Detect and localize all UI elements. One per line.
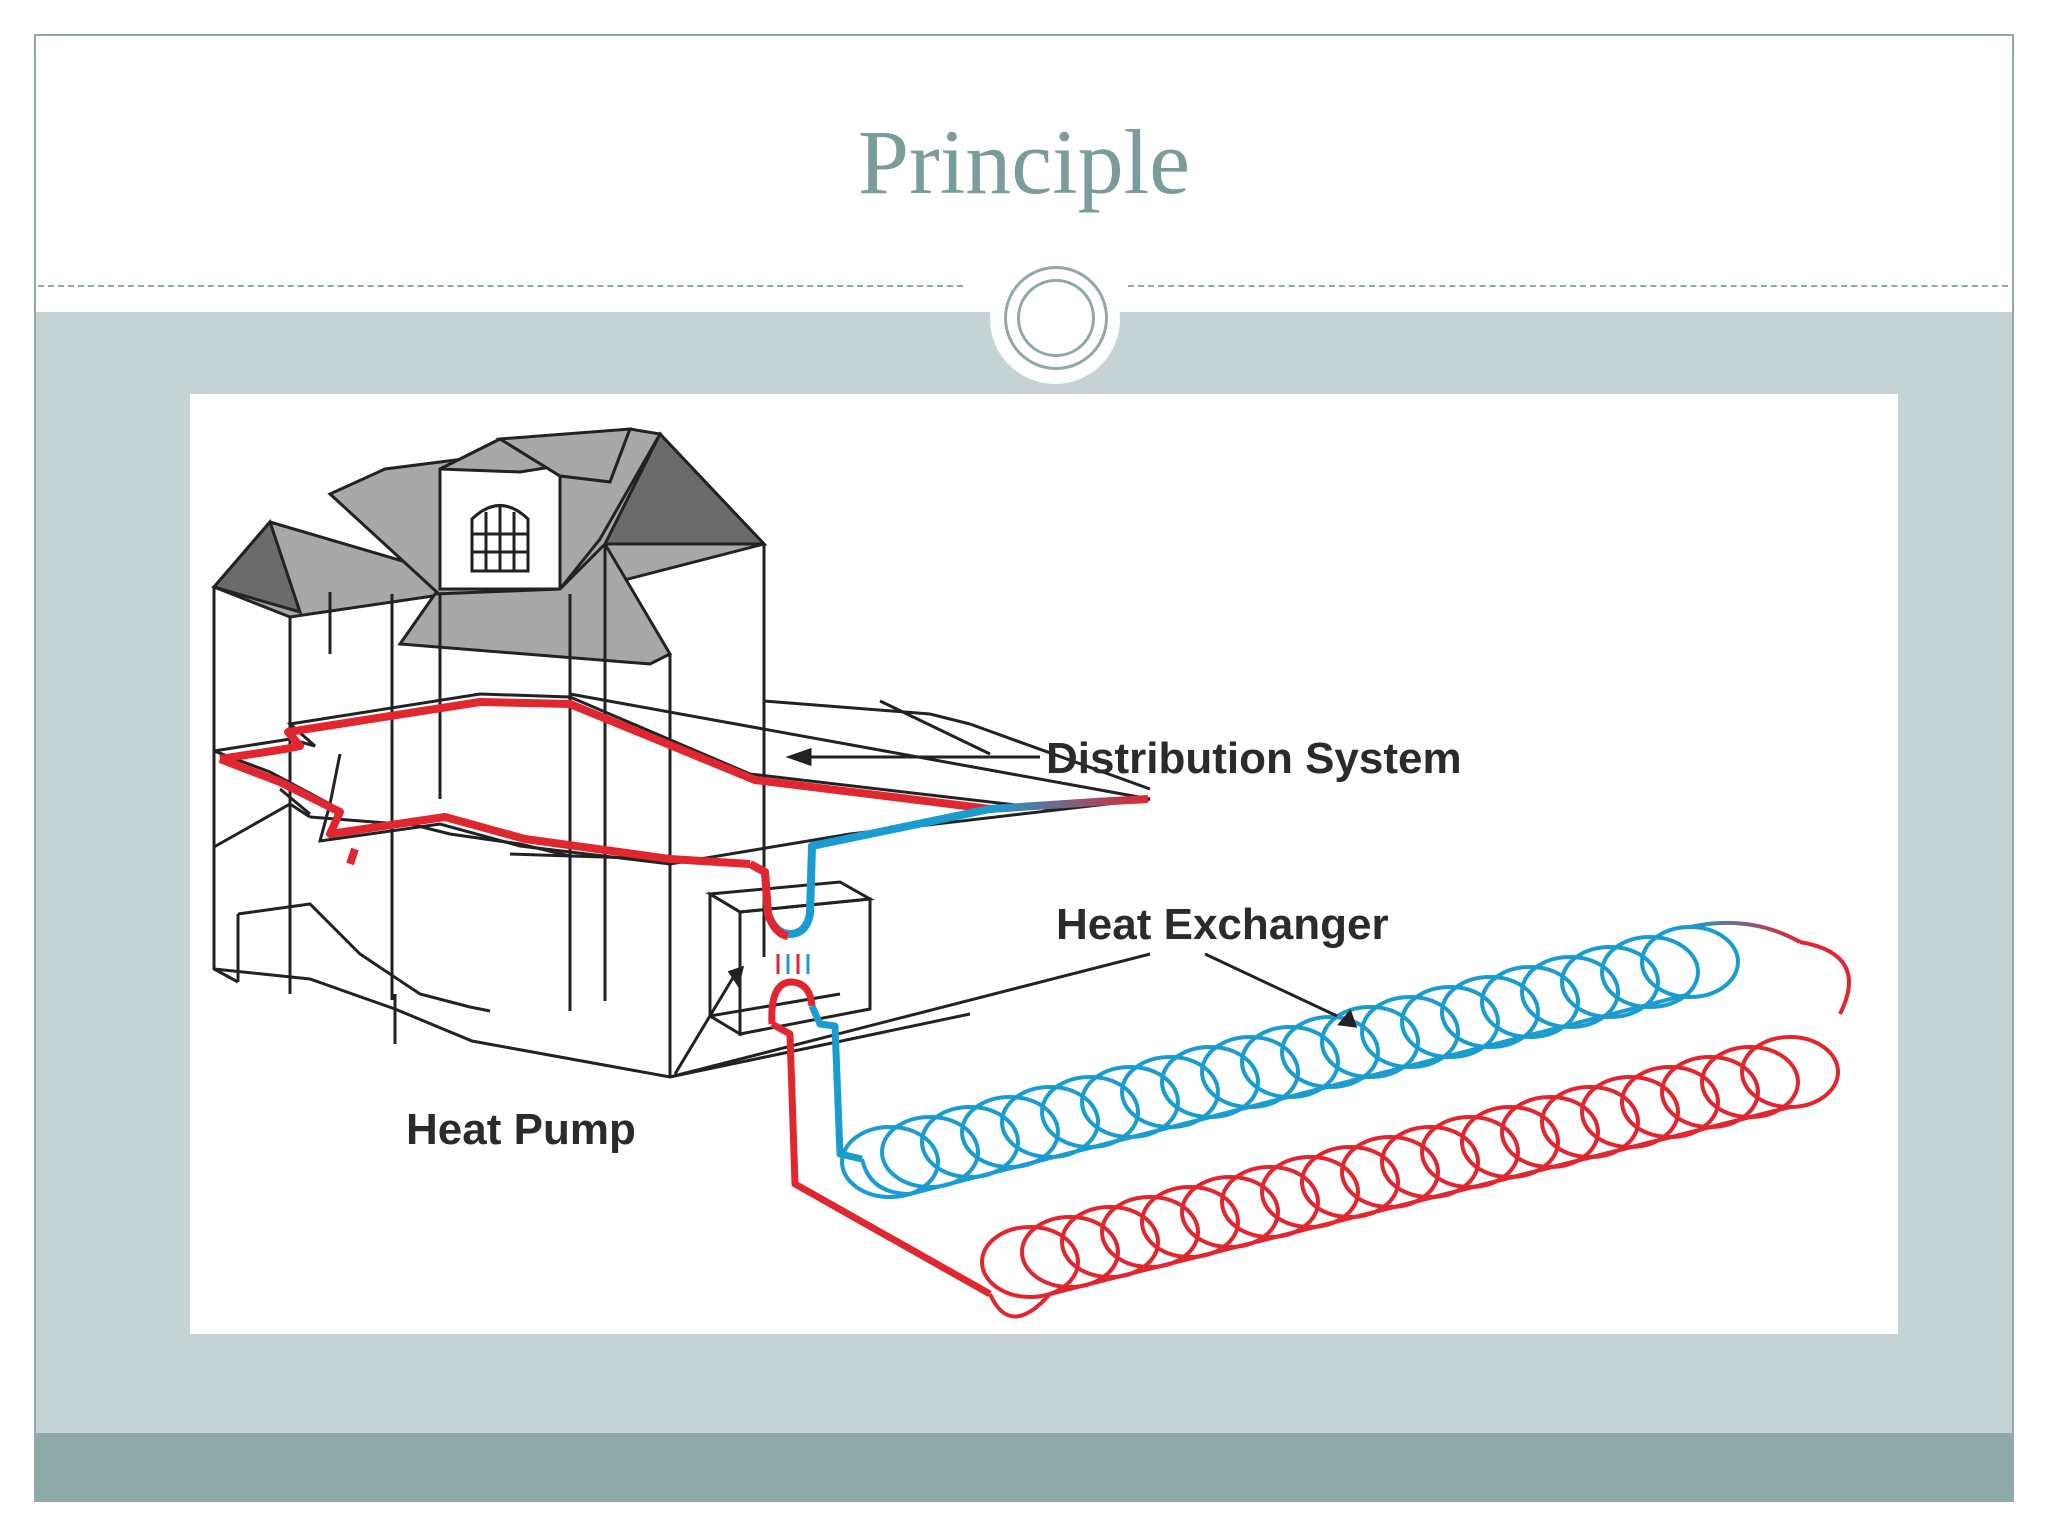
main-roof-end: [602, 431, 768, 546]
dormer-window-icon: [470, 504, 530, 573]
footer-band: [36, 1433, 2012, 1500]
heat-exchanger-label: Heat Exchanger: [1056, 900, 1389, 949]
title-divider-left: [38, 285, 963, 287]
pump-leader: [673, 975, 736, 1075]
title-divider-right: [1128, 285, 2012, 287]
exchanger-arrow-icon: [1337, 1009, 1358, 1028]
distribution-system-label: Distribution System: [1046, 734, 1462, 783]
geothermal-diagram: Distribution System Heat Exchanger Heat …: [190, 394, 1898, 1334]
circle-ornament-icon: [1004, 266, 1108, 370]
slide-frame: Principle: [34, 34, 2014, 1502]
house-walls: [212, 544, 1151, 1079]
circle-ornament-inner: [1017, 279, 1095, 357]
distribution-pipe: [218, 698, 1149, 868]
exchanger-leader: [1204, 952, 1338, 1018]
distribution-arrow-icon: [785, 747, 812, 767]
label-leaders: [673, 747, 1358, 1075]
pump-pipes: [748, 805, 992, 1298]
hot-loop-coils: [980, 940, 1851, 1319]
left-gable-end: [211, 519, 303, 615]
heat-pump-box: [705, 880, 875, 1037]
heat-exchange-arrows-icon: [776, 954, 810, 974]
heat-pump-label: Heat Pump: [406, 1105, 636, 1154]
slide-title: Principle: [857, 111, 1191, 213]
cold-loop-coils: [840, 925, 1740, 1199]
pump-arrow-icon: [727, 965, 745, 988]
diagram-svg: Distribution System Heat Exchanger Heat …: [211, 427, 1851, 1319]
loop-return-pipe: [1689, 920, 1801, 944]
